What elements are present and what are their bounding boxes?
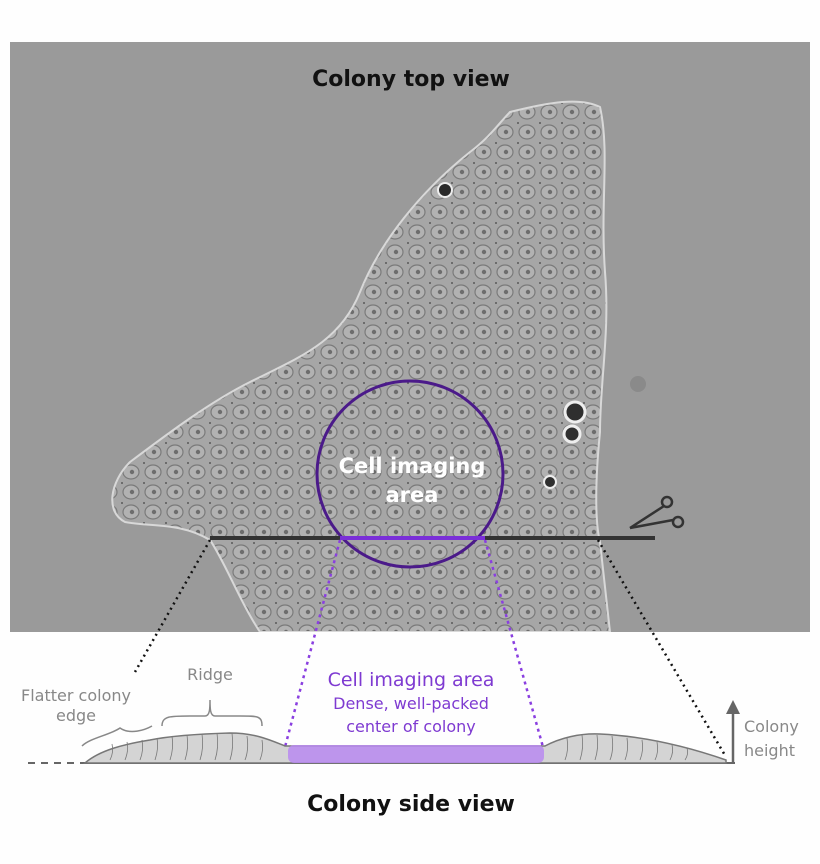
flatter-edge-label-line1: Flatter colony <box>21 686 131 705</box>
top-view-title: Colony top view <box>312 67 510 92</box>
imaging-area-title: Cell imaging area <box>328 669 495 691</box>
ridge-label: Ridge <box>187 665 233 684</box>
colony-outline <box>111 100 612 632</box>
side-view-title: Colony side view <box>307 792 515 817</box>
colony-height-label-line1: Colony <box>744 717 799 736</box>
height-arrow-icon <box>726 700 740 763</box>
colony-height-label-line2: height <box>744 741 795 760</box>
scissors-icon <box>629 495 685 530</box>
imaging-area-desc-line2: center of colony <box>346 717 476 736</box>
flatter-edge-label-line2: edge <box>56 706 96 725</box>
colony-micrograph <box>10 42 810 632</box>
imaging-area-side-band <box>288 745 544 763</box>
debris-dot <box>543 475 557 489</box>
imaging-circle-label-line1: Cell imaging <box>339 454 486 478</box>
debris-dot <box>437 182 453 198</box>
side-cell-lines <box>109 732 689 761</box>
projection-line-left <box>133 539 212 673</box>
imaging-projection-left <box>283 539 342 748</box>
projection-line-right <box>596 539 728 758</box>
debris-dot <box>630 376 646 392</box>
flatter-edge-bracket <box>81 725 153 747</box>
debris-dot <box>562 424 582 444</box>
imaging-area-desc-line1: Dense, well-packed <box>333 694 489 713</box>
imaging-circle <box>315 379 505 569</box>
debris-dot <box>563 400 587 424</box>
imaging-projection-right <box>483 539 545 748</box>
imaging-circle-label-line2: area <box>386 483 439 507</box>
ridge-bracket <box>161 699 263 727</box>
